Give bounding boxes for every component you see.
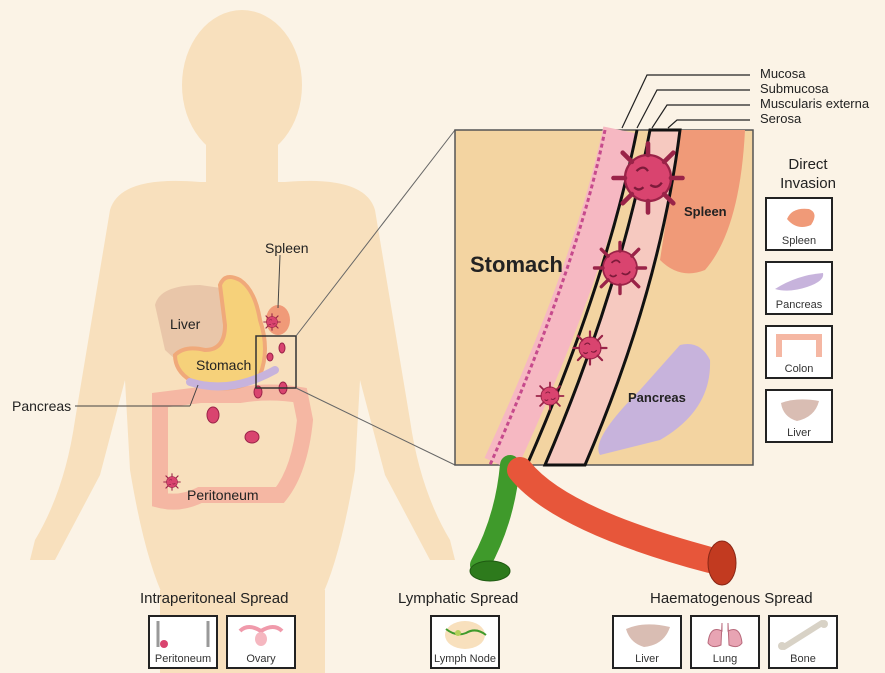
layer-label-submucosa: Submucosa	[760, 81, 829, 96]
blood-vessel-end	[708, 541, 736, 585]
intraperitoneal-ovary: Ovary	[226, 615, 296, 669]
pancreas-icon	[767, 263, 831, 299]
haematogenous-bone: Bone	[768, 615, 838, 669]
direct-invasion-liver: Liver	[765, 389, 833, 443]
intraperitoneal-label: Peritoneum	[150, 653, 216, 665]
direct-invasion-label: Spleen	[767, 235, 831, 247]
lymphatic-heading: Lymphatic Spread	[398, 590, 518, 607]
intraperitoneal-heading: Intraperitoneal Spread	[140, 590, 288, 607]
liver-icon	[614, 617, 680, 653]
bone-icon	[770, 617, 836, 653]
peritoneum-icon	[150, 617, 216, 653]
layer-label-mucosa: Mucosa	[760, 66, 806, 81]
lymphatic-lymph-node: Lymph Node	[430, 615, 500, 669]
label-peritoneum: Peritoneum	[187, 487, 259, 503]
label-liver: Liver	[170, 316, 200, 332]
haematogenous-label: Liver	[614, 653, 680, 665]
direct-invasion-colon: Colon	[765, 325, 833, 379]
label-stomach: Stomach	[196, 357, 251, 373]
direct-invasion-pancreas: Pancreas	[765, 261, 833, 315]
direct-invasion-heading: Direct Invasion	[768, 155, 848, 193]
lymphatic-vessel-end	[470, 561, 510, 581]
colon-icon	[767, 327, 831, 363]
tumor-node	[279, 343, 285, 353]
tumor-spleen	[264, 314, 281, 331]
zoom-label-stomach: Stomach	[470, 252, 563, 278]
direct-invasion-label: Colon	[767, 363, 831, 375]
haematogenous-label: Bone	[770, 653, 836, 665]
haematogenous-heading: Haematogenous Spread	[650, 590, 813, 607]
lung-icon	[692, 617, 758, 653]
head	[182, 10, 302, 160]
tumor-node	[207, 407, 219, 423]
haematogenous-label: Lung	[692, 653, 758, 665]
tumor-peritoneum	[164, 474, 181, 491]
direct-invasion-label: Pancreas	[767, 299, 831, 311]
tumor-node	[267, 353, 273, 361]
intraperitoneal-label: Ovary	[228, 653, 294, 665]
direct-invasion-label: Liver	[767, 427, 831, 439]
tumor-node	[245, 431, 259, 443]
tumor-mid	[595, 243, 646, 294]
haematogenous-lung: Lung	[690, 615, 760, 669]
layer-label-muscularis: Muscularis externa	[760, 96, 869, 111]
direct-invasion-spleen: Spleen	[765, 197, 833, 251]
lymphatic-label: Lymph Node	[432, 653, 498, 665]
ovary-icon	[228, 617, 294, 653]
tumor-small	[574, 332, 607, 365]
label-spleen: Spleen	[265, 240, 309, 256]
haematogenous-liver: Liver	[612, 615, 682, 669]
lymph-node-icon	[432, 617, 498, 653]
zoom-label-pancreas: Pancreas	[628, 390, 686, 405]
intraperitoneal-peritoneum: Peritoneum	[148, 615, 218, 669]
layer-label-serosa: Serosa	[760, 111, 801, 126]
zoom-label-spleen: Spleen	[684, 204, 727, 219]
liver-icon	[767, 391, 831, 427]
spleen-icon	[767, 199, 831, 235]
tumor-small	[537, 383, 564, 410]
label-pancreas: Pancreas	[12, 398, 71, 414]
tumor-large	[614, 144, 683, 213]
